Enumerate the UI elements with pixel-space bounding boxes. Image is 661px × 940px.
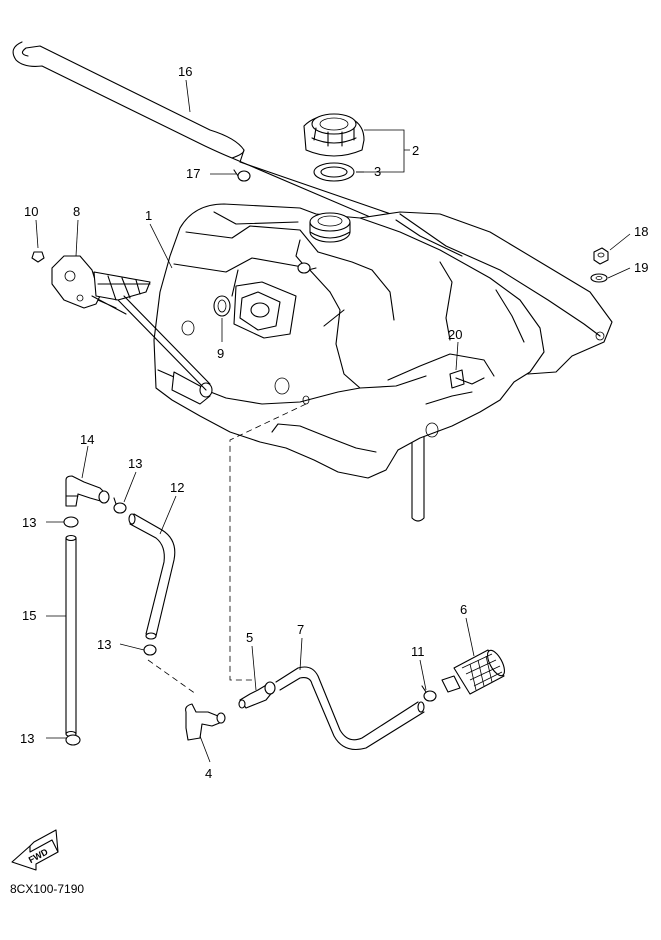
- part-label-13-c: 13: [97, 637, 111, 652]
- part-label-1: 1: [145, 208, 152, 223]
- part-label-15: 15: [22, 608, 36, 623]
- part-label-13-b: 13: [22, 515, 36, 530]
- joint-5: [238, 681, 276, 709]
- part-label-8: 8: [73, 204, 80, 219]
- clamp-13-hose12: [143, 644, 157, 656]
- part-label-2: 2: [412, 143, 419, 158]
- part-number-labels: 1 2 3 4 5 6 7 8 9 10 11 12 13 13 13 13 1…: [20, 64, 648, 781]
- part-label-19: 19: [634, 260, 648, 275]
- clamp-11: [421, 685, 437, 702]
- washer-19: [590, 273, 608, 283]
- part-label-10: 10: [24, 204, 38, 219]
- clamp-13-middle: [113, 497, 127, 514]
- elbow-4: [185, 703, 226, 741]
- forward-direction-icon: FWD: [11, 829, 59, 871]
- part-label-13-a: 13: [128, 456, 142, 471]
- part-label-3: 3: [374, 164, 381, 179]
- routing-line: [229, 403, 307, 681]
- part-label-14: 14: [80, 432, 94, 447]
- elbow-fitting-14: [65, 475, 110, 507]
- part-label-7: 7: [297, 622, 304, 637]
- figure-code: 8CX100-7190: [10, 882, 84, 896]
- damper-20: [449, 369, 485, 389]
- part-label-18: 18: [634, 224, 648, 239]
- part-label-9: 9: [217, 346, 224, 361]
- part-label-13-d: 13: [20, 731, 34, 746]
- part-label-11: 11: [411, 644, 425, 659]
- part-label-16: 16: [178, 64, 192, 79]
- routing-line-2: [147, 659, 197, 695]
- hose-15: [65, 534, 77, 738]
- fuel-hose-7: [275, 666, 425, 751]
- part-label-12: 12: [170, 480, 184, 495]
- bolt-10: [31, 251, 45, 263]
- part-label-4: 4: [205, 766, 212, 781]
- clamp-17: [233, 169, 251, 182]
- fuel-filter-6: [441, 649, 505, 695]
- part-label-6: 6: [460, 602, 467, 617]
- clamp-13-lower: [65, 734, 81, 746]
- part-label-20: 20: [448, 327, 462, 342]
- leader-lines: [35, 79, 631, 763]
- hose-12: [128, 513, 176, 640]
- clamp-13-upper: [63, 516, 79, 528]
- fuel-cap-2: [303, 113, 365, 157]
- sender-bracket-8: [51, 255, 211, 391]
- fuel-tank-1: [153, 203, 613, 479]
- part-label-17: 17: [186, 166, 200, 181]
- nut-18: [593, 247, 609, 265]
- part-label-5: 5: [246, 630, 253, 645]
- cap-gasket-3: [313, 162, 355, 182]
